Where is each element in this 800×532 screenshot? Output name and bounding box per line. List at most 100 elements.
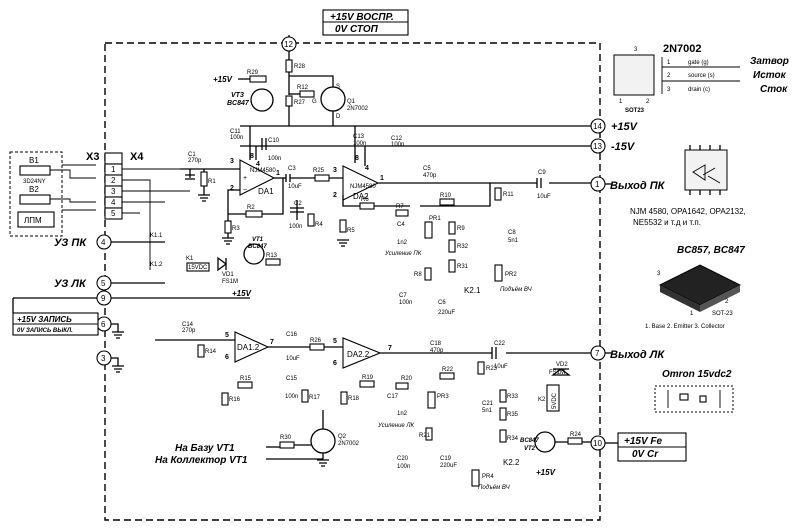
- svg-text:FS1M: FS1M: [222, 279, 238, 285]
- svg-text:2: 2: [230, 185, 234, 192]
- svg-text:4: 4: [365, 165, 369, 172]
- tape-head: B1 3D24NY B2 ЛПМ: [9, 151, 96, 237]
- svg-text:100n: 100n: [289, 224, 302, 230]
- svg-text:0V ЗАПИСЬ ВЫКЛ.: 0V ЗАПИСЬ ВЫКЛ.: [17, 328, 73, 334]
- svg-text:470p: 470p: [423, 173, 437, 179]
- svg-text:R17: R17: [309, 395, 321, 401]
- svg-text:R22: R22: [442, 367, 454, 373]
- svg-text:9: 9: [101, 294, 106, 303]
- svg-text:NJM4580: NJM4580: [250, 168, 276, 174]
- svg-text:B1: B1: [29, 156, 39, 165]
- svg-text:ЛПМ: ЛПМ: [24, 216, 42, 225]
- fe-cr-label: +15V Fe 0V Cr: [605, 432, 687, 462]
- top-power-label: +15V ВОСПР. 0V СТОП: [288, 9, 409, 38]
- svg-text:270p: 270p: [188, 158, 202, 164]
- svg-text:10uF: 10uF: [494, 364, 508, 370]
- svg-text:3: 3: [101, 354, 106, 363]
- svg-text:R28: R28: [294, 64, 306, 70]
- svg-text:15VDC: 15VDC: [188, 265, 208, 271]
- svg-text:1: 1: [276, 170, 280, 177]
- svg-text:+15V: +15V: [213, 75, 233, 84]
- svg-text:K2: K2: [538, 397, 546, 403]
- port-7: 7: [590, 345, 606, 361]
- svg-text:K2.2: K2.2: [503, 458, 520, 467]
- svg-text:X4: X4: [130, 151, 144, 163]
- svg-text:BC847: BC847: [248, 244, 267, 250]
- svg-text:6: 6: [225, 354, 229, 361]
- svg-text:VT3: VT3: [231, 92, 244, 99]
- svg-text:NJM 4580, OPA1642, OPA2132,: NJM 4580, OPA1642, OPA2132,: [630, 207, 746, 216]
- svg-text:R27: R27: [294, 100, 306, 106]
- stage-pk-input: C1 270p R1 R2 R3 C3 10uF R25 C2 100n R4: [180, 152, 343, 245]
- port-9: 9: [96, 290, 112, 306]
- transistor-q2: Q2 2N7002 R30 На Базу VT1 На Коллектор V…: [155, 410, 360, 467]
- record-label: +15V ЗАПИСЬ 0V ЗАПИСЬ ВЫКЛ.: [12, 297, 99, 336]
- svg-text:C4: C4: [397, 222, 405, 228]
- svg-text:1: 1: [380, 175, 384, 182]
- svg-text:C16: C16: [286, 332, 298, 338]
- svg-text:5n1: 5n1: [508, 238, 519, 244]
- svg-text:NE5532 и т.д и т.п.: NE5532 и т.д и т.п.: [633, 218, 701, 227]
- svg-text:R4: R4: [315, 222, 323, 228]
- plus15-label: +15V: [611, 121, 639, 133]
- relay-k1: K1.1 K1.2 15VDC K1 VD1 FS1M VT1 BC847 R1…: [111, 233, 281, 298]
- svg-text:R1: R1: [208, 179, 216, 185]
- svg-text:2N7002: 2N7002: [338, 441, 360, 447]
- svg-text:7: 7: [595, 349, 600, 358]
- svg-text:0V СТОП: 0V СТОП: [335, 24, 379, 35]
- svg-text:10uF: 10uF: [286, 356, 300, 362]
- svg-text:R24: R24: [570, 432, 582, 438]
- svg-text:Усиление ЛК: Усиление ЛК: [377, 423, 415, 429]
- svg-text:C21: C21: [482, 401, 494, 407]
- svg-text:R12: R12: [297, 85, 309, 91]
- opamp-da22: 5 6 7 DA2.2 C18 470p C22 10uF R22 R23 R1…: [333, 337, 591, 491]
- svg-text:1: 1: [619, 99, 623, 105]
- svg-text:220uF: 220uF: [440, 463, 457, 469]
- svg-text:Усиление ПК: Усиление ПК: [384, 251, 422, 257]
- port-10: 10: [590, 435, 606, 451]
- minus15-label: -15V: [611, 141, 636, 153]
- svg-text:3: 3: [634, 47, 638, 53]
- connector-x3-x4: X3 X4 1 2 3 4 5: [86, 151, 190, 270]
- svg-text:R18: R18: [348, 396, 360, 402]
- uz-pk-label: УЗ ПК: [54, 237, 87, 249]
- svg-text:D: D: [336, 114, 341, 120]
- svg-text:R13: R13: [266, 253, 278, 259]
- svg-text:12: 12: [284, 40, 293, 49]
- svg-text:C15: C15: [286, 376, 298, 382]
- svg-text:Подъём ВЧ: Подъём ВЧ: [478, 485, 511, 491]
- collector-vt1-label: На Коллектор VT1: [155, 455, 248, 466]
- svg-text:+15V: +15V: [232, 289, 252, 298]
- svg-text:R11: R11: [503, 192, 514, 198]
- svg-text:R9: R9: [457, 226, 465, 232]
- svg-text:BC857, BC847: BC857, BC847: [677, 245, 745, 256]
- port-5: 5: [96, 275, 112, 291]
- svg-text:14: 14: [593, 122, 602, 131]
- svg-text:2: 2: [646, 99, 650, 105]
- svg-text:VT2: VT2: [524, 446, 536, 452]
- svg-text:PR2: PR2: [505, 272, 517, 278]
- svg-text:R29: R29: [247, 70, 259, 76]
- svg-text:2N7002: 2N7002: [347, 106, 369, 112]
- svg-text:FS1M: FS1M: [549, 370, 565, 376]
- svg-text:K1.2: K1.2: [150, 262, 163, 268]
- svg-text:+15V: +15V: [536, 468, 556, 477]
- svg-text:gate (g): gate (g): [688, 60, 709, 66]
- svg-text:C20: C20: [397, 456, 409, 462]
- svg-text:C19: C19: [440, 456, 452, 462]
- svg-text:VD1: VD1: [222, 272, 234, 278]
- svg-text:3: 3: [333, 167, 337, 174]
- svg-text:PR1: PR1: [429, 216, 441, 222]
- svg-text:R7: R7: [396, 204, 404, 210]
- svg-text:Q2: Q2: [338, 434, 347, 440]
- svg-text:SOT-23: SOT-23: [712, 311, 733, 317]
- svg-text:100n: 100n: [399, 300, 412, 306]
- svg-text:R31: R31: [457, 264, 469, 270]
- svg-text:6: 6: [333, 360, 337, 367]
- port-12: 12: [281, 36, 297, 52]
- svg-text:+: +: [243, 175, 247, 182]
- svg-text:5: 5: [101, 279, 106, 288]
- panel-opamp: NJM 4580, OPA1642, OPA2132, NE5532 и т.д…: [630, 145, 746, 227]
- svg-text:2N7002: 2N7002: [663, 43, 702, 55]
- svg-text:R30: R30: [280, 435, 292, 441]
